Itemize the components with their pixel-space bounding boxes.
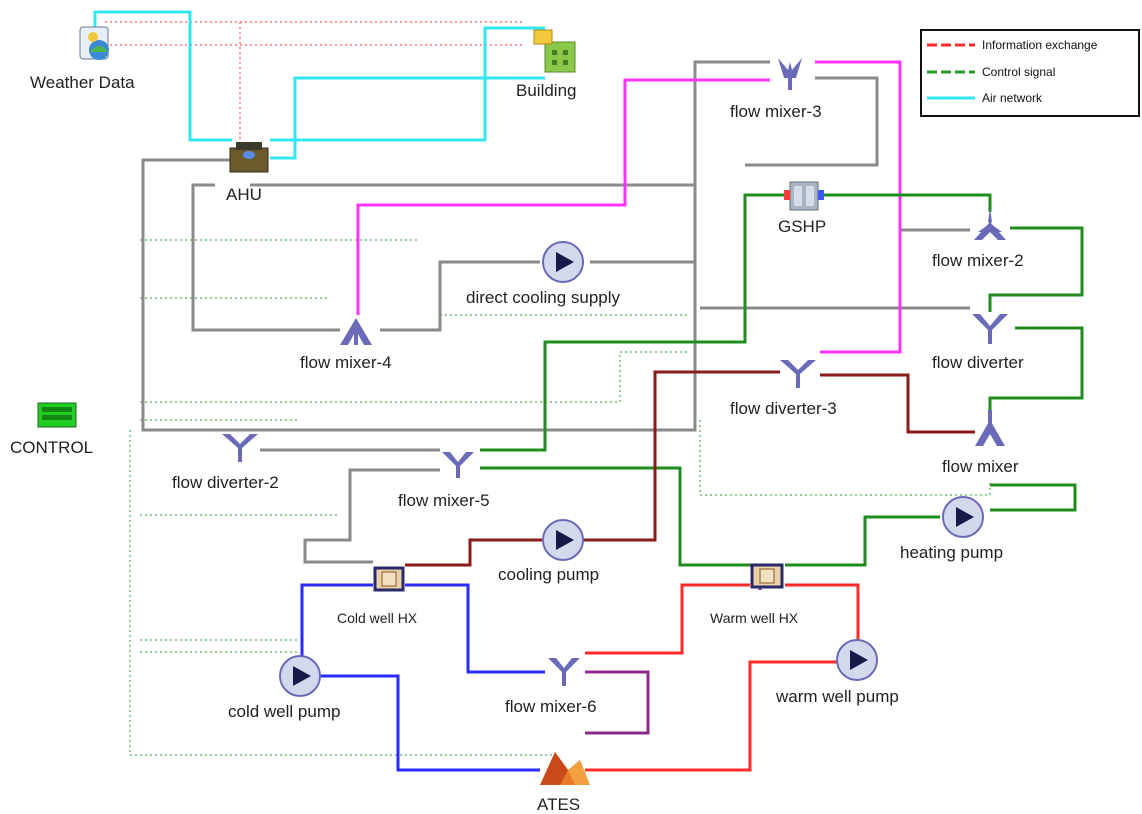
legend-control-label: Control signal xyxy=(982,65,1055,79)
cooling-pump-icon xyxy=(542,519,584,561)
flow-diverter-2-icon xyxy=(222,434,258,462)
warm-well-pump-icon xyxy=(836,639,878,681)
cold-well-hx-icon xyxy=(373,566,405,592)
red-lines xyxy=(585,583,860,772)
weather-data-icon xyxy=(79,26,109,60)
information-lines xyxy=(105,21,525,150)
gshp-icon xyxy=(784,181,824,211)
flow-mixer-4-icon xyxy=(340,318,372,345)
ahu-label: AHU xyxy=(226,185,262,204)
legend-info-label: Information exchange xyxy=(982,38,1098,52)
flow-mixer-5-icon xyxy=(442,452,474,478)
flow-mixer-6-label: flow mixer-6 xyxy=(505,697,597,716)
cooling-pump-label: cooling pump xyxy=(498,565,599,584)
green-lines xyxy=(480,193,1084,567)
cold-well-pump-label: cold well pump xyxy=(228,702,340,721)
warm-well-pump-label: warm well pump xyxy=(775,687,899,706)
legend-air-label: Air network xyxy=(982,91,1043,105)
cold-well-hx-label: Cold well HX xyxy=(337,610,418,626)
ates-label: ATES xyxy=(537,795,580,814)
flow-mixer-6-icon xyxy=(548,658,580,686)
building-icon xyxy=(533,29,576,73)
ates-icon xyxy=(540,752,590,785)
purple-lines xyxy=(585,563,762,735)
warm-well-hx-icon xyxy=(750,563,784,589)
heating-pump-label: heating pump xyxy=(900,543,1003,562)
flow-mixer-icon xyxy=(975,410,1005,446)
heating-pump-icon xyxy=(942,496,984,538)
control-signal-lines xyxy=(129,239,991,756)
weather-data-label: Weather Data xyxy=(30,73,135,92)
warm-well-hx-label: Warm well HX xyxy=(710,610,799,626)
control-icon xyxy=(37,402,77,428)
cold-well-pump-icon xyxy=(279,655,321,697)
flow-mixer-3-label: flow mixer-3 xyxy=(730,102,822,121)
gshp-label: GSHP xyxy=(778,217,826,236)
flow-mixer-2-icon xyxy=(974,208,1006,240)
direct-cooling-label: direct cooling supply xyxy=(466,288,621,307)
flow-diverter-3-label: flow diverter-3 xyxy=(730,399,837,418)
blue-lines xyxy=(300,583,545,772)
flow-diverter-icon xyxy=(972,314,1008,344)
flow-mixer-3-icon xyxy=(778,58,802,90)
flow-mixer-4-label: flow mixer-4 xyxy=(300,353,392,372)
air-network xyxy=(93,10,545,160)
magenta-lines xyxy=(356,60,902,354)
building-label: Building xyxy=(516,81,577,100)
flow-mixer-label: flow mixer xyxy=(942,457,1019,476)
flow-mixer-5-label: flow mixer-5 xyxy=(398,491,490,510)
flow-diverter-3-icon xyxy=(780,360,816,388)
flow-mixer-2-label: flow mixer-2 xyxy=(932,251,1024,270)
gray-lines xyxy=(141,60,970,564)
flow-diverter-label: flow diverter xyxy=(932,353,1024,372)
direct-cooling-pump-icon xyxy=(542,241,584,283)
legend: Information exchange Control signal Air … xyxy=(920,29,1140,117)
ahu-icon xyxy=(229,142,269,173)
control-label: CONTROL xyxy=(10,438,93,457)
flow-diverter-2-label: flow diverter-2 xyxy=(172,473,279,492)
